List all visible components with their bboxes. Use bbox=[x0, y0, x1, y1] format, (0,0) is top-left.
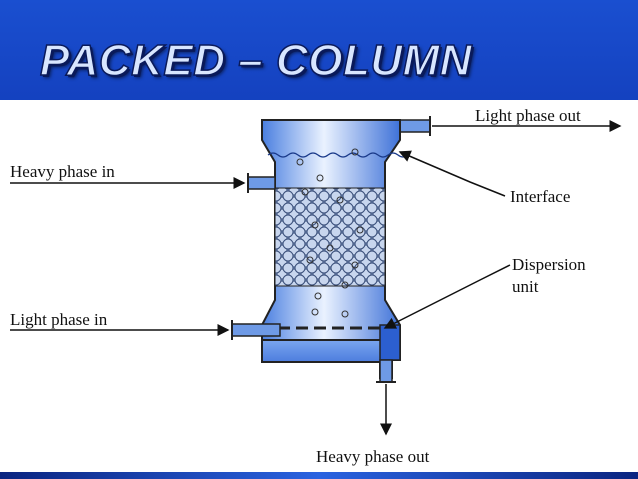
bottom-accent-bar bbox=[0, 472, 638, 479]
label-dispersion-line1: Dispersion bbox=[512, 255, 586, 274]
slide-title: PACKED – COLUMN bbox=[39, 35, 473, 86]
label-light-phase-out: Light phase out bbox=[475, 106, 581, 125]
column-bottom-right bbox=[379, 324, 401, 361]
light-inlet-pipe bbox=[231, 323, 281, 337]
label-light-phase-in: Light phase in bbox=[10, 310, 108, 329]
heavy-inlet-pipe bbox=[247, 176, 276, 190]
leader-interface bbox=[398, 150, 506, 197]
leader-dispersion bbox=[383, 264, 511, 329]
label-dispersion-line2: unit bbox=[512, 277, 539, 296]
packed-column-diagram: Light phase out Heavy phase in Interface… bbox=[10, 106, 622, 466]
interface-wave bbox=[267, 152, 409, 158]
label-heavy-phase-in: Heavy phase in bbox=[10, 162, 115, 181]
bottom-outlet-pipe bbox=[379, 359, 393, 383]
bubbles bbox=[296, 148, 364, 318]
label-interface: Interface bbox=[510, 187, 570, 206]
packing-bed bbox=[274, 187, 386, 287]
label-heavy-phase-out: Heavy phase out bbox=[316, 447, 430, 466]
